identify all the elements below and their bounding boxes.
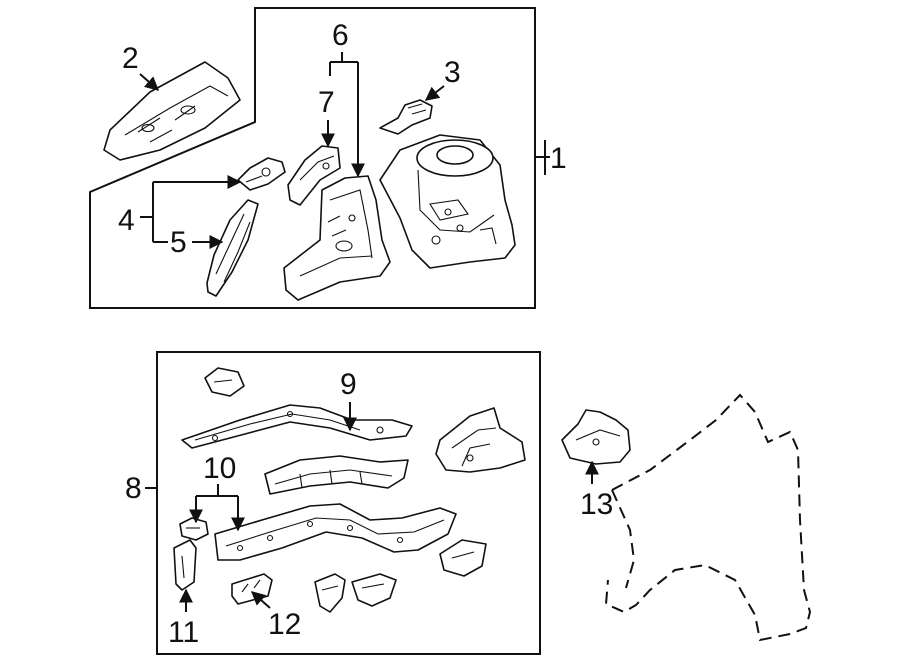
callout-4: 4: [118, 175, 242, 242]
svg-text:9: 9: [340, 368, 357, 401]
part-5-reinforcement: [206, 199, 259, 297]
bottom-bracket-far-right: [439, 539, 487, 577]
fender-outline: [604, 393, 812, 642]
svg-text:2: 2: [122, 42, 139, 75]
callout-1: 1: [535, 140, 567, 175]
svg-text:1: 1: [550, 142, 567, 175]
bracket-right-upper: [435, 407, 526, 473]
part-4-bracket: [237, 157, 286, 191]
part-13-bracket: [561, 409, 631, 465]
bottom-bracket-right: [351, 573, 397, 607]
upper-group-outline: [89, 7, 536, 309]
callout-6: 6: [329, 19, 365, 178]
bottom-bracket-left: [314, 573, 346, 613]
callout-2: 2: [122, 42, 160, 91]
part-7-bracket: [287, 145, 341, 206]
callout-9: 9: [340, 368, 357, 432]
callout-11: 11: [168, 588, 199, 649]
part-9-rail: [181, 404, 413, 449]
svg-text:3: 3: [444, 56, 461, 89]
callout-7: 7: [318, 86, 335, 148]
svg-text:4: 4: [118, 204, 135, 237]
svg-text:11: 11: [168, 616, 199, 649]
part-10-frame: [214, 503, 457, 561]
callout-8: 8: [125, 472, 157, 505]
lower-group-outline: [156, 351, 541, 655]
callout-10: 10: [189, 452, 245, 532]
part-11-bracket: [173, 539, 197, 591]
svg-text:7: 7: [318, 86, 335, 119]
callout-12: 12: [250, 591, 301, 641]
part-1-wheelhouse: [379, 134, 516, 269]
svg-text:12: 12: [268, 608, 301, 641]
middle-channel: [264, 455, 409, 495]
svg-text:13: 13: [580, 488, 613, 521]
part-10-cap: [179, 517, 209, 541]
svg-text:6: 6: [332, 19, 349, 52]
part-6-side-member: [283, 175, 391, 301]
small-bracket-top: [204, 367, 245, 397]
callout-5: 5: [153, 226, 224, 259]
part-12-plate: [231, 573, 273, 605]
part-2-apron-reinforcement: [103, 61, 241, 161]
callout-13: 13: [580, 460, 613, 521]
svg-text:10: 10: [203, 452, 236, 485]
part-3-bracket: [379, 99, 433, 135]
callout-3: 3: [424, 56, 461, 101]
svg-text:8: 8: [125, 472, 142, 505]
svg-text:5: 5: [170, 226, 187, 259]
